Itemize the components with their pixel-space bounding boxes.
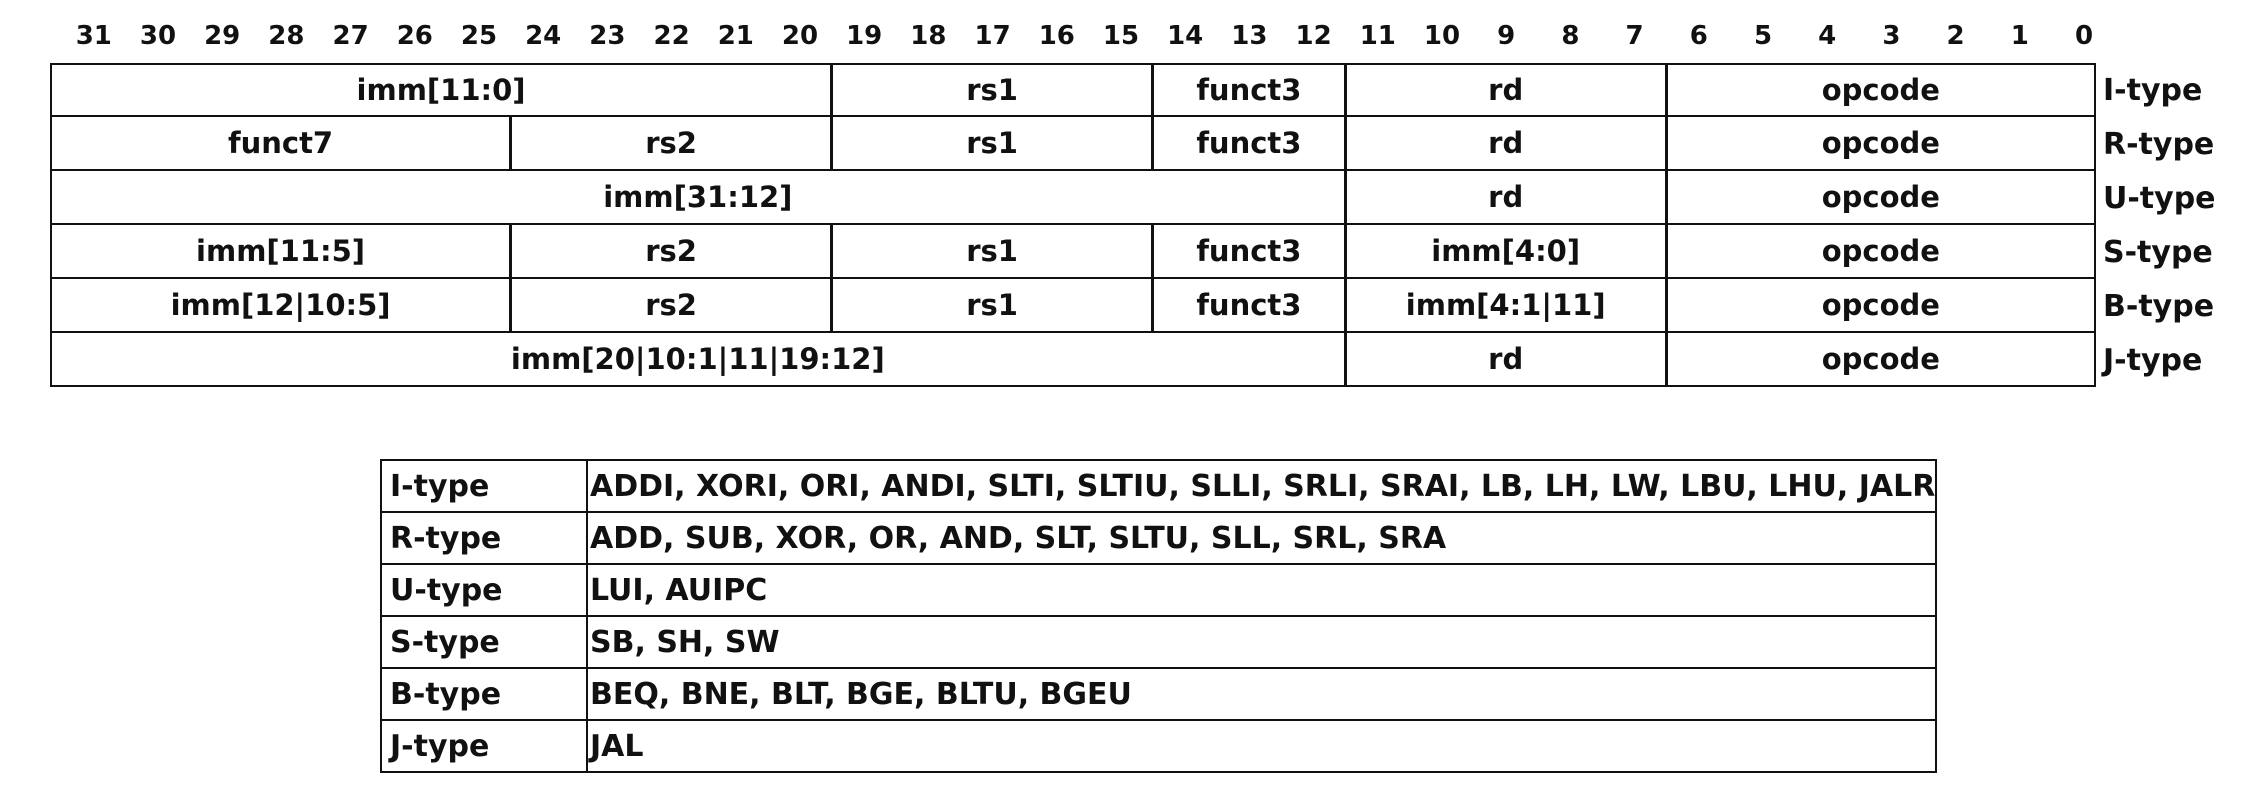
field-opcode: opcode [1665, 333, 2096, 387]
format-type-label: J-type [2103, 342, 2203, 378]
instruction-type-cell: S-type [380, 615, 588, 669]
instruction-type-cell: I-type [380, 459, 588, 513]
bit-index-1: 1 [2010, 21, 2029, 51]
field-rs2: rs2 [510, 225, 833, 279]
bit-index-13: 13 [1231, 21, 1268, 51]
bit-index-0: 0 [2074, 21, 2094, 51]
field-rs1: rs1 [831, 225, 1154, 279]
field-imm-11-0: imm[11:0] [50, 63, 833, 117]
bit-index-15: 15 [1102, 21, 1140, 51]
bit-index-5: 5 [1753, 21, 1773, 51]
field-rd: rd [1344, 117, 1667, 171]
field-rs1: rs1 [831, 117, 1154, 171]
bit-index-2: 2 [1946, 21, 1965, 51]
bit-index-20: 20 [781, 21, 819, 51]
field-rs2: rs2 [510, 279, 833, 333]
bit-index-27: 27 [332, 21, 369, 51]
format-type-label: I-type [2103, 72, 2203, 108]
bit-index-12: 12 [1295, 21, 1332, 51]
bit-index-30: 30 [139, 21, 177, 51]
bit-index-18: 18 [910, 21, 947, 51]
field-rd: rd [1344, 333, 1667, 387]
bit-index-10: 10 [1423, 21, 1461, 51]
format-type-label: U-type [2103, 180, 2216, 216]
field-opcode: opcode [1665, 117, 2096, 171]
field-imm-31-12: imm[31:12] [50, 171, 1346, 225]
field-opcode: opcode [1665, 279, 2096, 333]
instruction-type-cell: B-type [380, 667, 588, 721]
bit-index-11: 11 [1359, 21, 1396, 51]
format-type-label: S-type [2103, 234, 2213, 270]
bit-index-23: 23 [589, 21, 626, 51]
bit-index-7: 7 [1625, 21, 1644, 51]
bit-index-3: 3 [1882, 21, 1901, 51]
field-imm-4-1-11: imm[4:1|11] [1344, 279, 1667, 333]
instruction-type-cell: R-type [380, 511, 588, 565]
instruction-type-cell: J-type [380, 719, 588, 773]
field-rs2: rs2 [510, 117, 833, 171]
bit-index-14: 14 [1167, 21, 1204, 51]
bit-index-25: 25 [460, 21, 498, 51]
field-funct3: funct3 [1152, 225, 1346, 279]
instruction-list-cell: BEQ, BNE, BLT, BGE, BLTU, BGEU [585, 667, 1938, 721]
bit-index-9: 9 [1497, 21, 1516, 51]
instruction-list-cell: ADDI, XORI, ORI, ANDI, SLTI, SLTIU, SLLI… [585, 459, 1938, 513]
field-funct3: funct3 [1152, 63, 1346, 117]
instruction-type-cell: U-type [380, 563, 588, 617]
bit-index-6: 6 [1689, 21, 1708, 51]
field-imm-20-10-1-11-19-12: imm[20|10:1|11|19:12] [50, 333, 1346, 387]
field-rd: rd [1344, 63, 1667, 117]
format-type-label: B-type [2103, 288, 2215, 324]
bit-index-21: 21 [717, 21, 754, 51]
bit-index-22: 22 [653, 21, 690, 51]
field-opcode: opcode [1665, 225, 2096, 279]
bit-index-8: 8 [1561, 21, 1580, 51]
bit-index-16: 16 [1038, 21, 1075, 51]
field-opcode: opcode [1665, 63, 2096, 117]
field-funct7: funct7 [50, 117, 512, 171]
bit-index-19: 19 [846, 21, 883, 51]
instruction-list-cell: LUI, AUIPC [585, 563, 1938, 617]
field-rs1: rs1 [831, 279, 1154, 333]
instruction-list-cell: JAL [585, 719, 1938, 773]
field-imm-4-0: imm[4:0] [1344, 225, 1667, 279]
field-opcode: opcode [1665, 171, 2096, 225]
field-imm-12-10-5: imm[12|10:5] [50, 279, 512, 333]
field-funct3: funct3 [1152, 279, 1346, 333]
instruction-list-cell: ADD, SUB, XOR, OR, AND, SLT, SLTU, SLL, … [585, 511, 1938, 565]
bit-index-29: 29 [204, 21, 241, 51]
bit-index-17: 17 [974, 21, 1011, 51]
format-type-label: R-type [2103, 126, 2215, 162]
field-funct3: funct3 [1152, 117, 1346, 171]
bit-index-4: 4 [1818, 21, 1837, 51]
field-rd: rd [1344, 171, 1667, 225]
bit-index-31: 31 [75, 21, 112, 51]
bit-index-24: 24 [525, 21, 562, 51]
instruction-list-cell: SB, SH, SW [585, 615, 1938, 669]
field-rs1: rs1 [831, 63, 1154, 117]
bit-index-26: 26 [396, 21, 433, 51]
field-imm-11-5: imm[11:5] [50, 225, 512, 279]
bit-index-28: 28 [268, 21, 305, 51]
